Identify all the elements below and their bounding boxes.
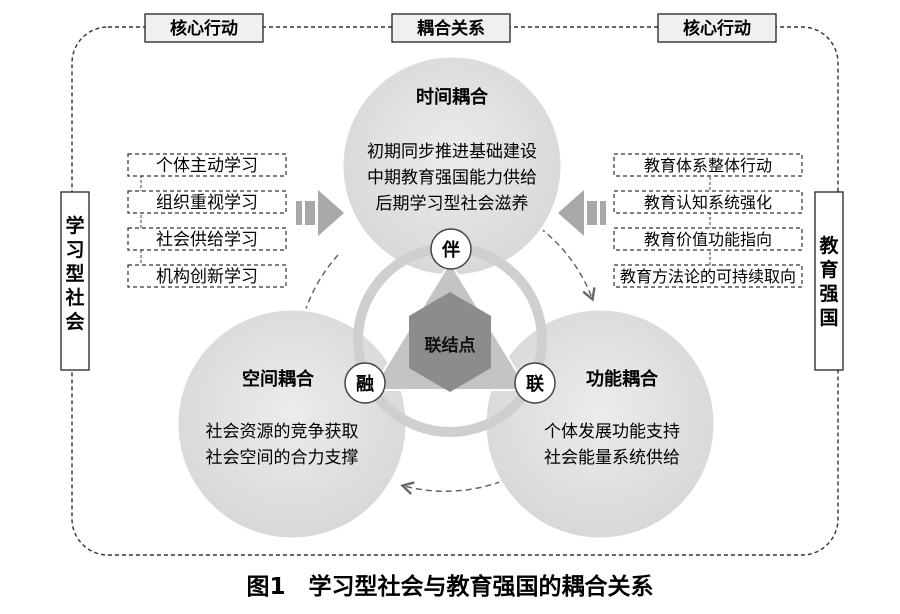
header-box-right: 核心行动 xyxy=(657,13,777,43)
header-box-center: 耦合关系 xyxy=(391,13,511,43)
action-item-label: 教育价值功能指向 xyxy=(644,230,772,249)
time-coupling-line-1: 初期同步推进基础建设 xyxy=(367,142,537,162)
block-arrow-left xyxy=(296,190,344,236)
center-hexagon xyxy=(409,292,491,392)
svg-text:伴: 伴 xyxy=(441,239,460,261)
svg-text:融: 融 xyxy=(356,374,374,395)
action-item-label: 社会供给学习 xyxy=(156,230,258,250)
side-label-right-text: 教育强国 xyxy=(819,234,839,329)
action-item-box xyxy=(127,153,287,177)
action-item-box xyxy=(613,153,803,177)
badge-lian: 联 xyxy=(514,362,556,404)
action-item-label: 机构创新学习 xyxy=(156,267,258,287)
time-coupling-line-3: 后期学习型社会滋养 xyxy=(376,194,529,214)
header-box-left: 核心行动 xyxy=(144,13,264,43)
block-arrow-right xyxy=(558,190,606,236)
function-coupling-line-2: 社会能量系统供给 xyxy=(544,448,680,468)
side-label-left: 学习型社会 xyxy=(60,191,90,371)
action-item-label: 教育体系整体行动 xyxy=(644,156,772,175)
svg-text:核心行动: 核心行动 xyxy=(683,18,751,39)
svg-text:耦合关系: 耦合关系 xyxy=(417,18,485,39)
time-coupling-line-2: 中期教育强国能力供给 xyxy=(367,168,537,188)
center-node-label: 联结点 xyxy=(425,335,476,356)
action-item-label: 教育方法论的可持续取向 xyxy=(620,267,796,286)
action-item-box xyxy=(127,190,287,214)
time-coupling-title: 时间耦合 xyxy=(416,86,489,108)
svg-text:核心行动: 核心行动 xyxy=(170,18,238,39)
badge-rong: 融 xyxy=(344,362,386,404)
space-coupling-line-1: 社会资源的竞争获取 xyxy=(206,422,359,442)
space-coupling-title: 空间耦合 xyxy=(242,368,315,390)
side-label-right: 教育强国 xyxy=(814,191,844,371)
action-item-label: 组织重视学习 xyxy=(156,193,258,213)
action-item-box xyxy=(613,264,803,288)
action-item-label: 个体主动学习 xyxy=(156,156,258,176)
side-label-left-text: 学习型社会 xyxy=(64,214,84,333)
action-item-label: 教育认知系统强化 xyxy=(644,193,772,212)
badge-ban: 伴 xyxy=(430,228,472,270)
action-item-box xyxy=(127,227,287,251)
figure-caption: 图1 学习型社会与教育强国的耦合关系 xyxy=(246,573,653,600)
function-coupling-line-1: 个体发展功能支持 xyxy=(544,422,680,442)
action-item-box xyxy=(127,264,287,288)
function-coupling-title: 功能耦合 xyxy=(586,368,659,390)
action-item-box xyxy=(613,227,803,251)
action-item-box xyxy=(613,190,803,214)
space-coupling-line-2: 社会空间的合力支撑 xyxy=(206,448,359,468)
svg-text:联: 联 xyxy=(526,374,544,395)
